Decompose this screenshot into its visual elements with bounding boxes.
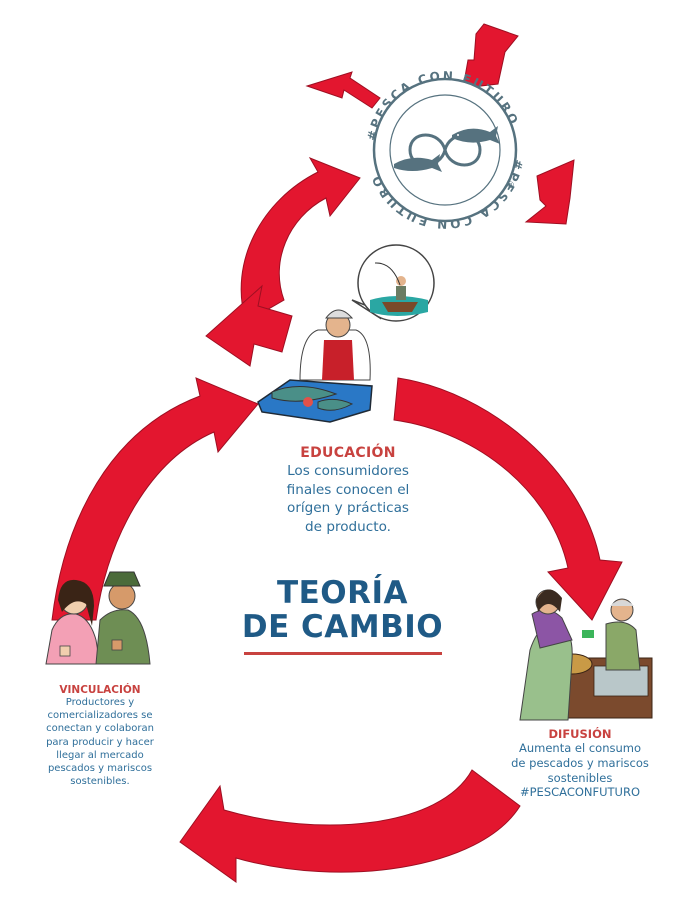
difusion-line: de pescados y mariscos xyxy=(511,755,649,770)
vinculacion-line: para producir y hacer xyxy=(46,736,154,748)
fisherman-illustration xyxy=(351,244,435,322)
inward-arrow-right xyxy=(524,159,575,225)
educacion-line: finales conocen el xyxy=(286,481,410,498)
vinculacion-block: VINCULACIÓN Productores y comercializado… xyxy=(26,684,174,788)
page-title: TEORÍA DE CAMBIO xyxy=(230,576,455,644)
cycle-arrow-to-logo xyxy=(240,157,361,323)
educacion-line: orígen y prácticas xyxy=(287,500,409,516)
vinculacion-line: llegar al mercado xyxy=(56,749,144,761)
cycle-arrow-to-market xyxy=(393,377,623,621)
vinculacion-line: comercializadores se xyxy=(47,710,153,722)
registered-mark: ® xyxy=(506,181,515,191)
vinculacion-line: sostenibles. xyxy=(70,776,130,788)
educacion-block: EDUCACIÓN Los consumidores finales conoc… xyxy=(248,445,448,535)
pesca-con-futuro-logo: #PESCA CON FUTURO #PESCA CON FUTURO ® xyxy=(365,69,524,231)
educacion-heading: EDUCACIÓN xyxy=(300,445,396,461)
title-underline xyxy=(244,652,442,655)
difusion-block: DIFUSIÓN Aumenta el consumo de pescados … xyxy=(505,727,655,800)
cycle-arrow-to-chef xyxy=(205,284,293,367)
cycle-arrow-to-farmers xyxy=(179,769,521,883)
cycle-arrow-to-education xyxy=(51,377,259,621)
vinculacion-line: Productores y xyxy=(65,697,135,708)
inward-arrow-left-top xyxy=(305,71,381,109)
educacion-line: de producto. xyxy=(305,518,391,535)
difusion-line: sostenibles xyxy=(547,770,613,785)
chef-illustration xyxy=(257,309,373,423)
vinculacion-heading: VINCULACIÓN xyxy=(59,684,141,696)
farmers-illustration xyxy=(45,571,151,665)
difusion-line: #PESCACONFUTURO xyxy=(519,785,641,800)
vinculacion-line: pescados y mariscos xyxy=(47,763,153,775)
title-line-2: DE CAMBIO xyxy=(241,609,444,645)
difusion-line: Aumenta el consumo xyxy=(518,741,642,755)
fish-icon xyxy=(452,126,500,144)
fish-icon xyxy=(394,154,442,172)
title-line-1: TEORÍA xyxy=(276,575,409,611)
market-illustration xyxy=(519,589,653,721)
vinculacion-line: conectan y colaboran xyxy=(46,723,154,735)
difusion-heading: DIFUSIÓN xyxy=(548,727,612,741)
educacion-line: Los consumidores xyxy=(287,463,409,479)
